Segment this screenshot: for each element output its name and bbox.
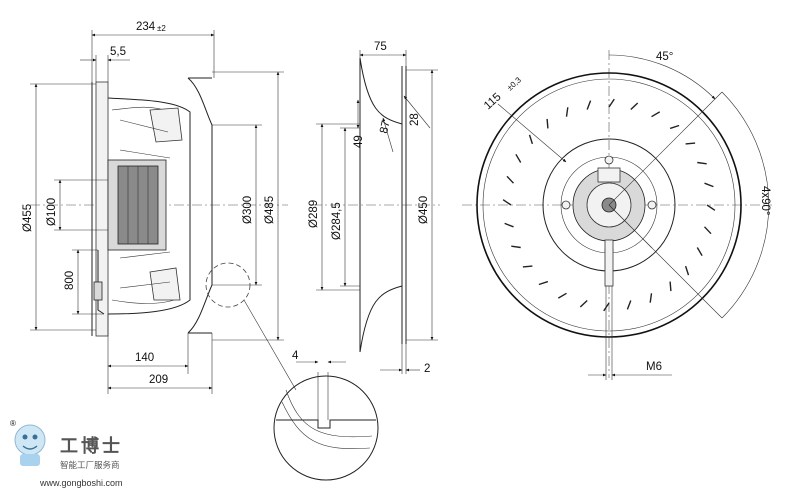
blade-mark — [704, 182, 714, 188]
dim-800: 800 — [64, 271, 76, 290]
dim-d2845: Ø284,5 — [331, 202, 343, 240]
dim-209: 209 — [149, 374, 168, 386]
dim-2: 2 — [424, 363, 430, 375]
blade-marks — [502, 98, 716, 312]
dim-4x90: 4x90° — [759, 186, 771, 216]
blade-mark — [626, 300, 632, 310]
registered-mark: ® — [10, 419, 16, 428]
dim-d289: Ø289 — [308, 200, 320, 228]
inlet-ring-view: 75 49 87 28 Ø289 Ø284,5 Ø450 2 — [308, 41, 440, 375]
impeller-outer-ring — [476, 72, 742, 338]
brand-name-cn: 工博士 — [60, 435, 123, 457]
dim-flange-thickness: 5,5 — [110, 46, 126, 58]
dim-87: 87 — [378, 120, 392, 135]
dim-115-tol: ±0,3 — [505, 75, 523, 92]
blade-mark — [504, 222, 514, 228]
blade-mark — [669, 124, 680, 130]
blade-mark — [522, 265, 533, 268]
mascot-icon — [14, 424, 46, 456]
dim-m6: M6 — [646, 361, 662, 373]
dim-d455: Ø455 — [22, 204, 34, 232]
blade-mark — [603, 302, 610, 312]
dim-4: 4 — [292, 350, 299, 362]
blade-mark — [515, 153, 522, 163]
blade-mark — [502, 199, 512, 206]
dim-45deg: 45° — [656, 51, 673, 63]
dim-d300: Ø300 — [242, 196, 254, 224]
dim-d450: Ø450 — [418, 196, 430, 224]
blade-mark — [557, 292, 567, 299]
watermark-logo: ® 工博士 智能工厂服务商 www.gongboshi.com — [10, 419, 123, 488]
blade-mark — [528, 134, 534, 145]
dim-d485: Ø485 — [264, 196, 276, 224]
blade-mark — [538, 280, 549, 286]
detail-circle — [273, 375, 379, 481]
detail-view: 4 — [273, 350, 379, 481]
blade-mark — [649, 293, 653, 303]
blade-mark — [669, 281, 672, 292]
blade-mark — [703, 226, 712, 235]
blade-mark — [565, 107, 569, 117]
dim-75: 75 — [374, 41, 387, 53]
blade-mark — [546, 118, 549, 129]
blade-mark — [684, 265, 690, 276]
dim-140: 140 — [135, 352, 154, 364]
blade-mark — [697, 161, 707, 165]
dim-overall-width: 234 — [136, 21, 156, 33]
blade-mark — [506, 175, 515, 184]
dim-d100: Ø100 — [46, 198, 58, 226]
blade-mark — [696, 247, 703, 257]
dim-115: 115 — [482, 91, 504, 112]
cable-exit — [604, 239, 614, 287]
blade-mark — [685, 142, 696, 145]
front-view: 45° 115 ±0,3 4x90° M6 — [462, 50, 772, 380]
blade-mark — [579, 299, 588, 308]
dim-49: 49 — [353, 135, 365, 148]
blade-mark — [706, 204, 716, 211]
blade-mark — [651, 111, 661, 118]
brand-url: www.gongboshi.com — [39, 478, 123, 488]
blade-mark — [511, 245, 521, 249]
side-view: 234 ±2 5,5 Ø455 Ø100 800 Ø300 Ø485 — [22, 21, 297, 394]
dim-overall-tol: ±2 — [157, 24, 166, 33]
blade-mark — [630, 102, 639, 111]
blade-mark — [586, 100, 592, 110]
brand-tagline-cn: 智能工厂服务商 — [60, 460, 120, 471]
dim-28: 28 — [409, 113, 421, 126]
blade-mark — [608, 98, 615, 108]
